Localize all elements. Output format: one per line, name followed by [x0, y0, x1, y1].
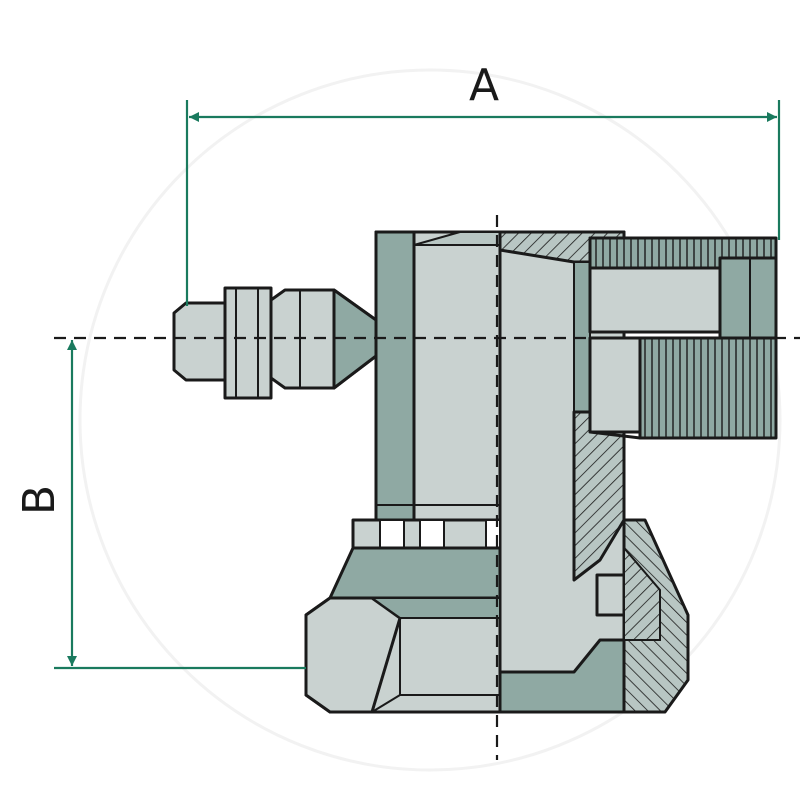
dimension-a-label: A: [469, 60, 499, 111]
hex-nut: [304, 596, 502, 714]
castle-band: [328, 518, 502, 600]
dimension-b-label: B: [14, 485, 65, 515]
nipple-part: [172, 286, 378, 400]
side-port: [588, 236, 778, 440]
background-circle: [78, 68, 782, 772]
dimension-a: A: [185, 60, 781, 306]
lower-section: [498, 518, 690, 714]
dimension-b: B: [14, 340, 306, 670]
